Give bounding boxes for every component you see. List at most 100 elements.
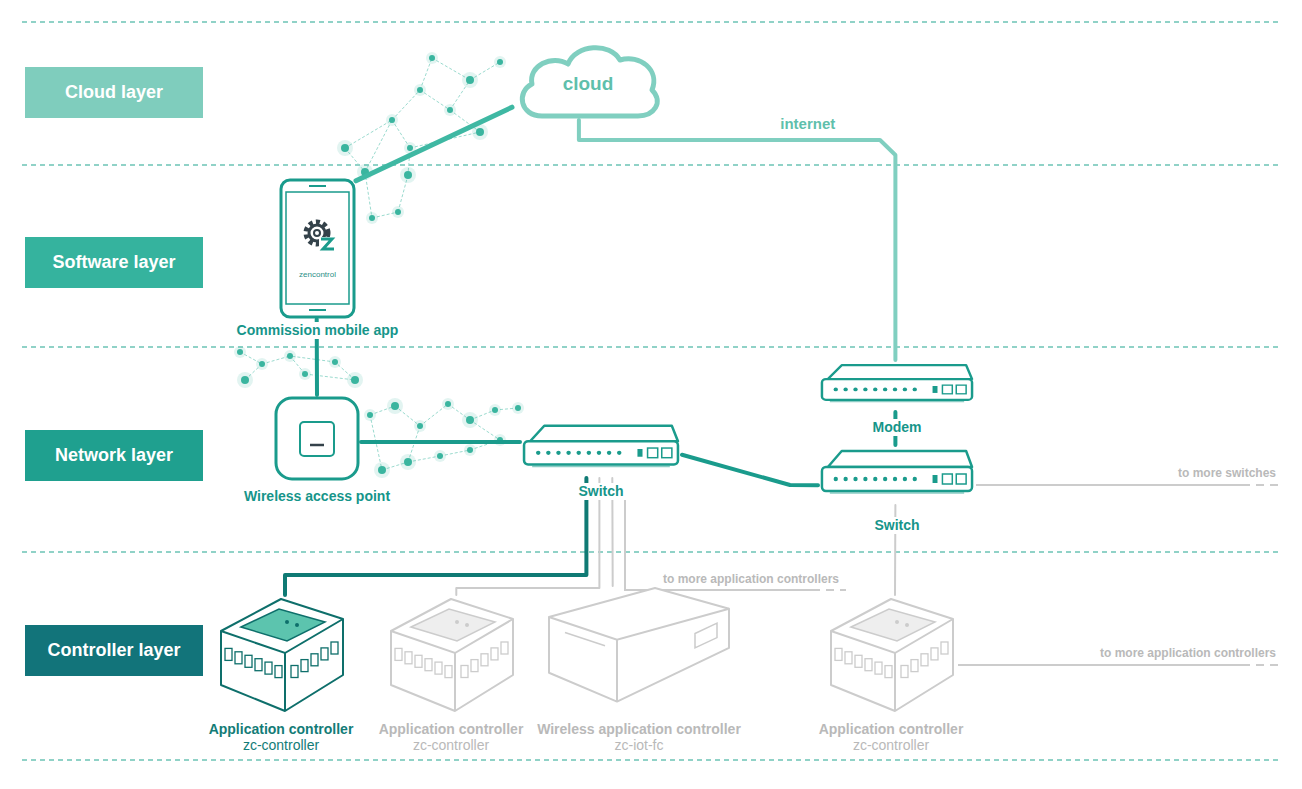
label-patch: Modem: [869, 419, 926, 436]
layer-band: Network layer: [25, 430, 203, 481]
layer-divider: [22, 22, 1280, 760]
mesh-dot: [389, 117, 395, 123]
mesh-dot: [351, 376, 359, 384]
mesh-halo: [387, 398, 403, 414]
layer-label: Cloud layer: [65, 82, 163, 103]
mesh-dot: [466, 76, 474, 84]
mesh-halo: [462, 412, 478, 428]
application-controller: Application controllerzc-controller: [385, 595, 517, 715]
device-label: Commission mobile app: [237, 322, 399, 339]
mesh-link: [392, 90, 420, 120]
layer-label: Software layer: [52, 252, 175, 273]
application-controller: Application controllerzc-controller: [825, 595, 957, 715]
mesh-halo: [489, 404, 501, 416]
mesh-halo: [442, 398, 454, 410]
model-label: zc-controller: [209, 737, 354, 753]
controller-icon: [215, 595, 347, 715]
mesh-dot: [259, 361, 265, 367]
modem-icon: [818, 360, 976, 412]
mesh-dot: [466, 416, 474, 424]
model-label: zc-iot-fc: [537, 737, 741, 753]
mesh-halo: [284, 350, 296, 362]
mesh-halo: [364, 409, 376, 421]
modem: Modem: [818, 360, 976, 412]
access-point-icon: [273, 395, 361, 482]
switch-icon: [520, 420, 682, 478]
controller-icon: [825, 595, 957, 715]
mesh-dot: [302, 371, 308, 377]
mesh-link: [345, 120, 392, 148]
mesh-dot: [287, 353, 293, 359]
cloud-shape: cloud: [512, 40, 664, 120]
device-label: Modem: [873, 419, 922, 436]
connector: [682, 455, 818, 485]
application-controller: Application controllerzc-controller: [215, 595, 347, 715]
wireless-controller-icon: [545, 586, 733, 715]
mesh-dot: [476, 128, 484, 136]
label-patch: Application controllerzc-controller: [815, 721, 968, 753]
mesh-halo: [299, 368, 311, 380]
brand-text: zencontrol: [279, 270, 356, 279]
mesh-halo: [400, 454, 416, 470]
mesh-halo: [400, 167, 416, 183]
label-patch: Switch: [870, 517, 923, 534]
device-label: Wireless access point: [244, 488, 390, 505]
mesh-dot: [492, 407, 498, 413]
device-label: Wireless application controller: [537, 721, 741, 737]
mesh-halo: [392, 206, 404, 218]
layer-label: Controller layer: [47, 640, 180, 661]
mesh-dot: [445, 401, 451, 407]
device-label: Application controller: [379, 721, 524, 737]
mesh-dot: [395, 209, 401, 215]
mesh-halo: [386, 114, 398, 126]
device-label: Application controller: [209, 721, 354, 737]
mesh-dot: [391, 402, 399, 410]
mesh-dot: [437, 453, 443, 459]
mesh-dot: [404, 171, 412, 179]
mesh-dot: [404, 458, 412, 466]
access-point: Wireless access point: [273, 395, 361, 482]
mesh-dot: [497, 59, 503, 65]
mesh-halo: [374, 462, 390, 478]
mesh-halo: [462, 72, 478, 88]
label-patch: Wireless access point: [240, 488, 394, 505]
mesh-dot: [515, 405, 521, 411]
switch-icon: [818, 445, 976, 505]
mesh-halo: [464, 444, 476, 456]
mesh-dot: [417, 87, 423, 93]
layer-band: Software layer: [25, 237, 203, 288]
network-switch: Switch: [520, 420, 682, 478]
mesh-halo: [337, 140, 353, 156]
wireless-mesh: [234, 52, 524, 478]
phone-device: zencontrolCommission mobile app: [279, 178, 356, 319]
mesh-link: [290, 356, 335, 362]
continuation-note: to more application controllers: [661, 572, 841, 586]
mesh-dot: [341, 144, 349, 152]
mesh-halo: [256, 358, 268, 370]
layer-band: Controller layer: [25, 625, 203, 676]
mesh-halo: [237, 372, 253, 388]
mesh-halo: [366, 212, 378, 224]
network-switch: Switch: [818, 445, 976, 505]
label-patch: Switch: [574, 483, 627, 500]
mesh-halo: [414, 420, 426, 432]
mesh-dot: [237, 349, 243, 355]
mesh-halo: [444, 104, 456, 116]
label-patch: Commission mobile app: [233, 322, 403, 339]
model-label: zc-controller: [819, 737, 964, 753]
mesh-halo: [234, 346, 246, 358]
model-label: zc-controller: [379, 737, 524, 753]
layer-band: Cloud layer: [25, 67, 203, 118]
mesh-dot: [407, 145, 413, 151]
mesh-dot: [417, 423, 423, 429]
mesh-dot: [367, 412, 373, 418]
mesh-dot: [369, 215, 375, 221]
mesh-dot: [429, 55, 435, 61]
mesh-dot: [447, 107, 453, 113]
mesh-halo: [426, 52, 438, 64]
connector: [579, 120, 896, 360]
mesh-dot: [467, 447, 473, 453]
connector: [356, 107, 512, 181]
mesh-halo: [434, 450, 446, 462]
screen-text-holder: zencontrol: [279, 270, 356, 279]
